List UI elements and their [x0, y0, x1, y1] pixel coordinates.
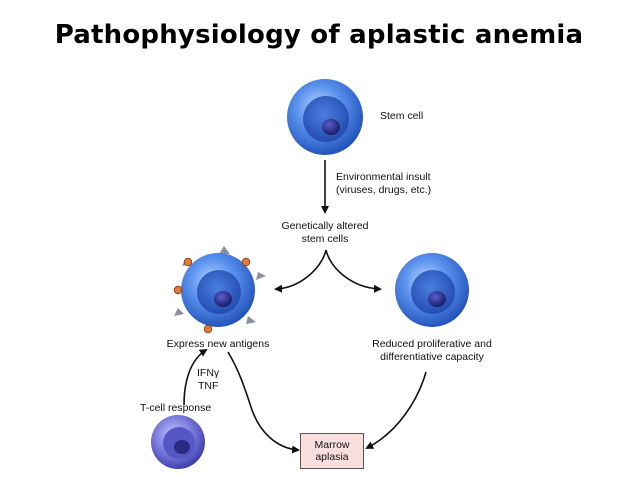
antigen-to-marrow-arrow: [227, 351, 300, 454]
antigen-cell-icon: [173, 246, 266, 334]
ifn-gamma-label: IFNγ: [197, 367, 220, 379]
tcell-response-arrow: [183, 348, 208, 406]
marrow-aplasia-box: Marrow aplasia: [300, 433, 364, 469]
reduced-cell-icon: [395, 253, 469, 327]
reduced-label-line2: differentiative capacity: [380, 351, 484, 363]
tcell-response-label: T-cell response: [140, 402, 212, 414]
insult-label-line1: Environmental insult: [336, 171, 431, 183]
insult-label-line2: (viruses, drugs, etc.): [336, 184, 432, 196]
marrow-label-line1: Marrow: [314, 439, 350, 451]
fork-arrow-right: [325, 249, 382, 293]
antigens-label: Express new antigens: [166, 338, 270, 350]
altered-label-line2: stem cells: [301, 233, 349, 245]
fork-arrow-left: [274, 249, 327, 293]
tnf-label: TNF: [198, 380, 219, 392]
page-title: Pathophysiology of aplastic anemia: [54, 20, 584, 50]
marrow-label-line2: aplasia: [315, 451, 349, 463]
t-cell-icon: [151, 415, 205, 469]
altered-label-line1: Genetically altered: [281, 220, 369, 232]
reduced-label-line1: Reduced proliferative and: [372, 338, 492, 350]
stem-cell-icon: [287, 79, 363, 155]
reduced-to-marrow-arrow: [365, 371, 427, 449]
stem-cell-label: Stem cell: [380, 110, 424, 122]
